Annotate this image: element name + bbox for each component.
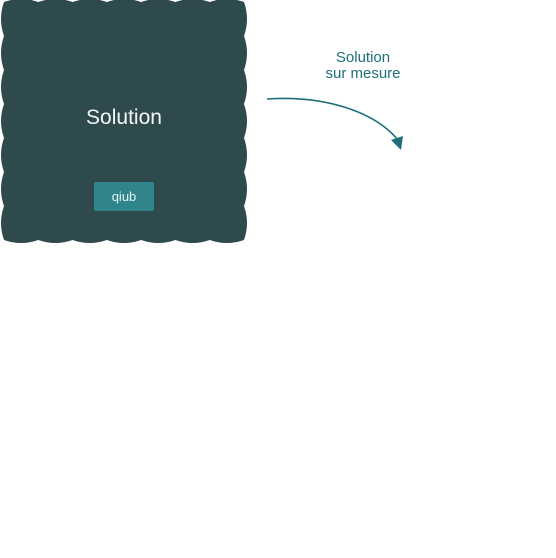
callout-line-2: sur mesure (325, 65, 401, 82)
wavy-card-shape (1, 0, 247, 243)
qiub-button[interactable]: qiub (94, 182, 154, 211)
callout-line-1: Solution (335, 49, 391, 66)
card-title: Solution (86, 106, 162, 129)
curved-arrow-icon (266, 97, 403, 150)
callout-text: Solution sur mesure (303, 50, 423, 82)
